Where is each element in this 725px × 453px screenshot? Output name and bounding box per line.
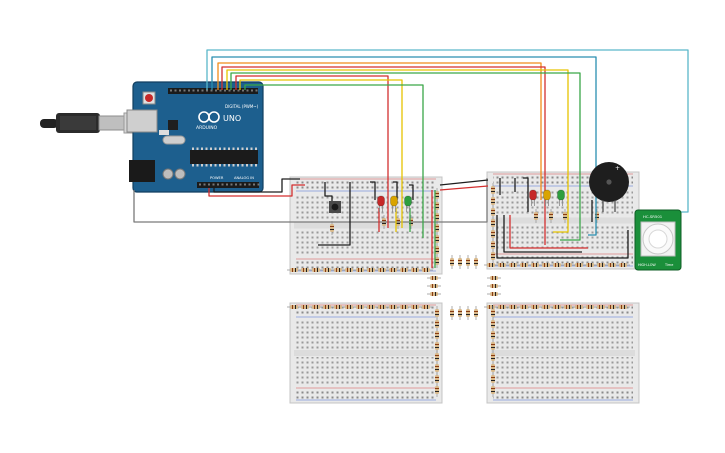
rail-resistor [435,383,439,397]
pir-label-bottom-left: HIGH-LOW [638,263,656,267]
arduino-brand: ARDUINO [196,125,218,131]
wire-green-right [230,72,581,241]
rail-resistor [491,383,495,397]
wire-green-left [244,84,424,238]
loose-resistor [474,306,478,320]
led-resistor [549,209,553,223]
usb-port [126,109,158,133]
loose-resistors [427,255,501,320]
buzzer-plus-icon: + [615,165,620,172]
wire-red-left [235,75,389,228]
rail-resistor [594,305,608,309]
loose-resistor [427,284,441,288]
loose-resistor [458,255,462,269]
piezo-buzzer: + [589,162,629,212]
led-group-left [377,195,412,212]
wire-yellow-left [239,79,403,228]
pushbutton [329,201,341,213]
wire-gnd-black [213,178,300,193]
wire-red-right [221,66,546,245]
wire-cyan-pir [206,49,689,213]
loose-resistor [487,276,501,280]
loose-resistor [474,255,478,269]
rail-resistor [419,305,433,309]
led-resistor [534,209,538,223]
wire-teal-buzzer [211,56,597,236]
rail-resistor [491,372,495,386]
led [404,195,412,212]
wire-bridge-black [439,179,489,186]
rail-resistor [539,263,553,267]
rail-resistor [616,263,630,267]
analog-header-label: ANALOG IN [234,176,254,180]
arduino-model: UNO [223,114,241,123]
microcontroller-chip [190,150,258,164]
rail-resistor [342,268,356,272]
power-header-label: POWER [210,176,224,180]
breadboard-bb-top-left [289,176,443,275]
rail-resistor [491,249,495,263]
loose-resistor [487,284,501,288]
wires [133,49,689,268]
wire-bridge-red [439,185,489,191]
rail-resistor [309,305,323,309]
rail-resistor [616,305,630,309]
rail-resistor [435,232,439,246]
rail-resistors [287,183,630,397]
loose-resistor [458,306,462,320]
led-group-right [529,189,565,206]
loose-resistor [427,276,441,280]
wire-5v-red [208,184,305,197]
breadboard-bb-bottom-left [289,302,443,404]
button-resistor [330,221,334,235]
wire-orange [217,62,542,200]
rail-resistor [435,317,439,331]
arduino-uno: DIGITAL (PWM~) ARDUINO UNO POWER ANALOG … [126,81,264,193]
pir-label-bottom-right: Time [664,263,673,267]
loose-resistor [487,292,501,296]
rail-resistor [491,317,495,331]
led [529,189,537,206]
loose-resistor [466,306,470,320]
rail-resistor [435,254,439,268]
loose-resistor [450,306,454,320]
rail-resistor [491,328,495,342]
led [543,189,551,206]
wire-yellow-right [226,69,569,233]
power-jack [129,160,155,182]
led [390,195,398,212]
rail-resistor [419,268,433,272]
pir-label-top: HC-SR501 [643,214,663,219]
loose-resistor [466,255,470,269]
loose-resistor [450,255,454,269]
led [377,195,385,212]
digital-header-label: DIGITAL (PWM~) [225,104,259,109]
rail-resistor [491,238,495,252]
wire-ground-gray [133,178,488,223]
loose-resistor [427,292,441,296]
pir-motion-sensor: HC-SR501 HIGH-LOW Time [634,209,682,271]
digital-header [168,88,258,94]
breadboard-bb-bottom-right [486,302,640,404]
rail-resistor [287,268,301,272]
led-resistor [563,209,567,223]
led [557,189,565,206]
